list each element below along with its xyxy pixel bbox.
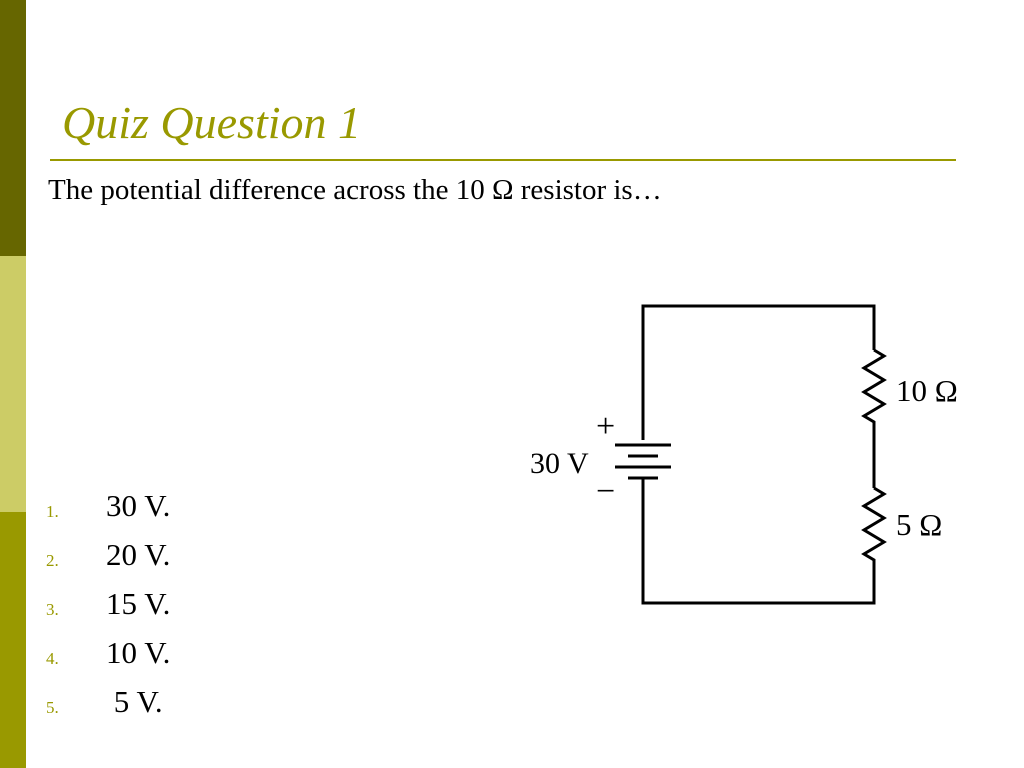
battery-minus-sign: −	[596, 473, 615, 510]
answer-number: 3.	[46, 600, 59, 619]
circuit-diagram: + 30 V − 10 Ω 5 Ω	[530, 304, 958, 605]
answer-text: 15 V.	[106, 586, 171, 621]
wire-top	[641, 304, 876, 440]
answer-text: 10 V.	[106, 635, 171, 670]
answer-text: 20 V.	[106, 537, 171, 572]
battery-voltage-label: 30 V	[530, 447, 589, 480]
sidebar-bar-dark	[0, 0, 26, 256]
battery-plus-sign: +	[596, 408, 615, 445]
resistor-10-ohm-label: 10 Ω	[896, 373, 958, 408]
resistor-5-ohm	[861, 486, 887, 566]
answer-number: 4.	[46, 649, 59, 668]
answer-number: 1.	[46, 502, 59, 521]
battery-icon	[615, 443, 671, 480]
answer-text: 5 V.	[106, 684, 163, 719]
answer-number: 5.	[46, 698, 59, 717]
title-divider	[50, 159, 956, 161]
resistor-5-ohm-label: 5 Ω	[896, 507, 942, 542]
answer-number: 2.	[46, 551, 59, 570]
question-text: The potential difference across the 10 Ω…	[48, 174, 662, 206]
slide-title: Quiz Question 1	[62, 97, 361, 148]
sidebar-bar-light	[0, 256, 26, 512]
sidebar-bar-olive	[0, 512, 26, 768]
resistor-10-ohm	[861, 348, 887, 430]
answer-text: 30 V.	[106, 488, 171, 523]
wire-bottom	[641, 479, 876, 605]
